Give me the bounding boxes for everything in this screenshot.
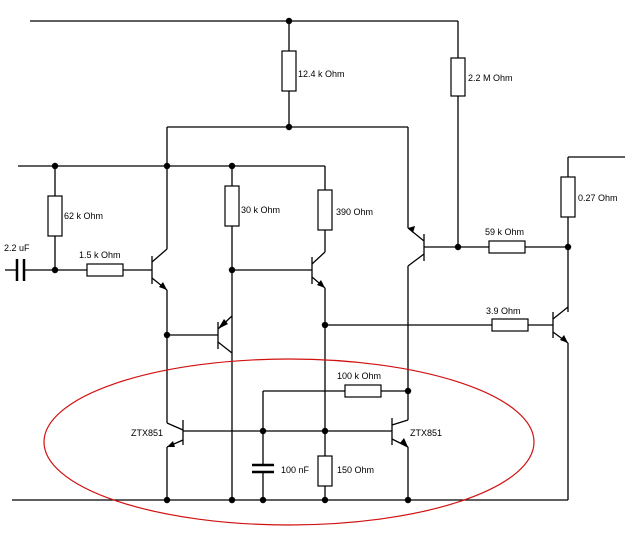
label-transistor-left: ZTX851	[131, 428, 163, 438]
emitter-arrows	[159, 226, 568, 447]
component-labels: 2.2 uF 1.5 k Ohm 62 k Ohm 12.4 k Ohm 2.2…	[4, 69, 618, 475]
capacitors	[15, 259, 274, 474]
label-r-bias-left: 62 k Ohm	[64, 211, 103, 221]
resistor-59k	[488, 240, 526, 254]
label-transistor-right: ZTX851	[410, 428, 442, 438]
resistor-12k4	[281, 50, 297, 92]
resistor-62k	[47, 195, 63, 237]
resistor-100k	[344, 384, 382, 398]
capacitor-100nf	[252, 463, 274, 474]
label-r-feedback-top: 2.2 M Ohm	[468, 73, 513, 83]
capacitor-input	[15, 259, 26, 281]
label-r-output-series: 59 k Ohm	[485, 227, 524, 237]
junction-dots	[51, 17, 572, 504]
resistor-2m2	[450, 57, 466, 97]
label-r-output-top: 0.27 Ohm	[578, 193, 618, 203]
label-r-top: 12.4 k Ohm	[298, 69, 345, 79]
label-r-input: 1.5 k Ohm	[79, 250, 121, 260]
label-r-mid-left: 30 k Ohm	[241, 205, 280, 215]
resistor-0r27	[560, 176, 576, 218]
resistor-30k	[224, 185, 240, 227]
resistor-390	[317, 189, 333, 231]
label-r-bottom: 150 Ohm	[337, 465, 374, 475]
label-r-mid-right: 390 Ohm	[336, 207, 373, 217]
wires	[5, 20, 625, 501]
resistors	[47, 50, 576, 487]
resistor-150	[317, 455, 333, 487]
label-r-bottom-feedback: 100 k Ohm	[337, 371, 381, 381]
label-cap-input: 2.2 uF	[4, 243, 30, 253]
label-r-output-base: 3.9 Ohm	[486, 306, 521, 316]
label-cap-bottom: 100 nF	[281, 465, 310, 475]
highlight-ellipse	[43, 358, 535, 526]
resistor-1k5	[86, 263, 124, 277]
resistor-3r9	[491, 318, 529, 332]
